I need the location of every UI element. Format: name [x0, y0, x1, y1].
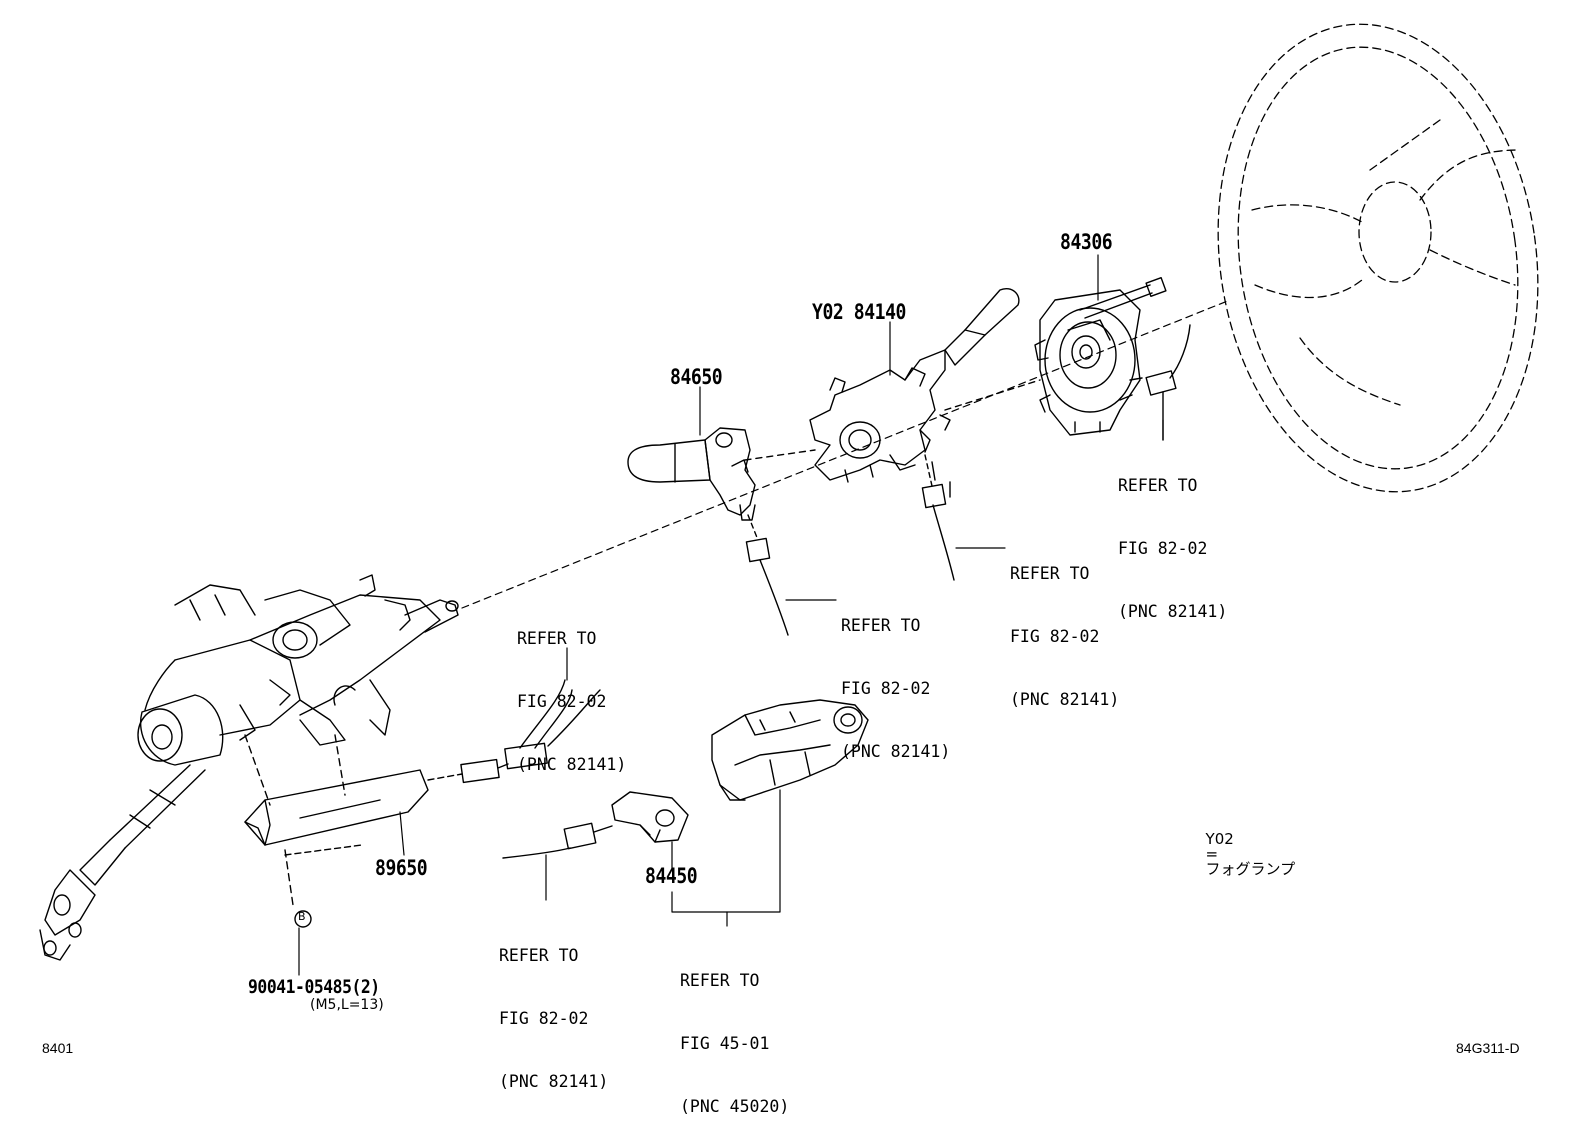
ref-line-3: (PNC 45020) [680, 1097, 790, 1116]
ref-line-1: REFER TO [499, 946, 579, 965]
legend-meaning: フォグランプ [1205, 860, 1296, 878]
ignition-switch-84450-drawing [502, 791, 689, 859]
ref-line-1: REFER TO [517, 629, 597, 648]
ref-line-2: FIG 45-01 [680, 1034, 770, 1053]
callout-b-letter: B [298, 910, 306, 923]
ref-line-3: (PNC 82141) [1118, 602, 1228, 621]
steering-wheel-phantom [1217, 23, 1539, 493]
spiral-cable-84306-drawing [1034, 276, 1191, 441]
ref-line-2: FIG 82-02 [1010, 627, 1100, 646]
ref-line-2: FIG 82-02 [499, 1009, 589, 1028]
combination-switch-84140-drawing [809, 288, 1020, 581]
exploded-parts-diagram [39, 23, 1539, 976]
legend-code: Y02 [1205, 830, 1234, 848]
part-number-84450[interactable]: 84450 [645, 864, 698, 888]
lock-cylinder-drawing [711, 699, 869, 801]
ref-line-1: REFER TO [1010, 564, 1090, 583]
legend-equals: = [1205, 845, 1219, 863]
part-number-84650[interactable]: 84650 [670, 365, 723, 389]
ref-line-3: (PNC 82141) [1010, 690, 1120, 709]
reference-combination-switch[interactable]: REFER TO FIG 82-02 (PNC 82141) [1010, 521, 1119, 731]
leader-lines [298, 254, 1164, 976]
steering-column-drawing [39, 574, 459, 961]
reference-ignition-connector[interactable]: REFER TO FIG 82-02 (PNC 82141) [499, 903, 608, 1113]
assembly-axis-line [461, 299, 1231, 609]
illustration-id: 84G311-D [1456, 1040, 1520, 1056]
ref-line-1: REFER TO [841, 616, 921, 635]
ref-line-3: (PNC 82141) [841, 742, 951, 761]
part-number-89650[interactable]: 89650 [375, 856, 428, 880]
reference-ecu-connector[interactable]: REFER TO FIG 82-02 (PNC 82141) [517, 586, 626, 796]
link-wiper-to-combo [744, 449, 816, 461]
figure-group-code: 8401 [42, 1040, 74, 1056]
link-wiper-to-connector [747, 514, 759, 541]
reference-spiral-cable[interactable]: REFER TO FIG 82-02 (PNC 82141) [1118, 433, 1227, 643]
ref-line-2: FIG 82-02 [517, 692, 607, 711]
part-number-84140[interactable]: Y02 84140 [812, 300, 906, 324]
part-number-84306[interactable]: 84306 [1060, 230, 1113, 254]
ref-line-3: (PNC 82141) [517, 755, 627, 774]
steering-ecu-89650-drawing [244, 679, 601, 906]
ref-line-3: (PNC 82141) [499, 1072, 609, 1091]
ref-line-2: FIG 82-02 [1118, 539, 1208, 558]
bolt-spec: (M5,L=13) [310, 997, 384, 1013]
wiper-switch-84650-drawing [627, 427, 789, 636]
callout-b-circle [294, 910, 312, 928]
link-combo-to-connector [924, 454, 933, 487]
link-combo-to-spiral [944, 379, 1041, 411]
ref-line-1: REFER TO [1118, 476, 1198, 495]
reference-wiper-switch[interactable]: REFER TO FIG 82-02 (PNC 82141) [841, 573, 950, 783]
reference-lock-cylinder[interactable]: REFER TO FIG 45-01 (PNC 45020) [680, 928, 789, 1138]
part-number-90041[interactable]: 90041-05485(2) [248, 976, 380, 998]
ref-line-2: FIG 82-02 [841, 679, 931, 698]
ref-line-1: REFER TO [680, 971, 760, 990]
option-code-legend: Y02 = フォグランプ [1196, 817, 1296, 878]
